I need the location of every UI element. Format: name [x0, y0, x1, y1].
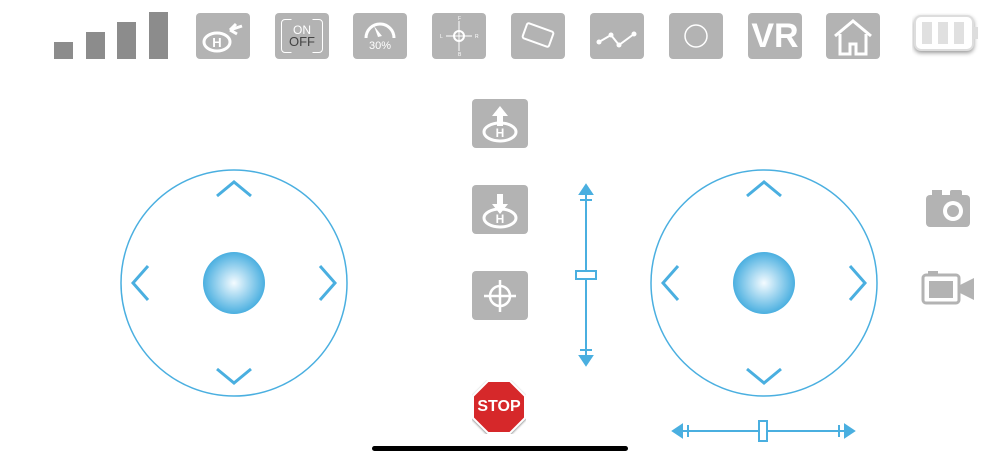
- phone-tilt-icon: [521, 22, 555, 48]
- home-button[interactable]: [826, 13, 880, 59]
- headless-mode-button[interactable]: F B L R: [432, 13, 486, 59]
- power-toggle-button[interactable]: ON OFF: [275, 13, 329, 59]
- takeoff-button[interactable]: H: [472, 99, 528, 148]
- path-line-icon: [596, 31, 637, 48]
- speedometer-icon: [364, 22, 396, 39]
- speed-button[interactable]: 30%: [353, 13, 407, 59]
- right-joystick[interactable]: [650, 169, 878, 397]
- svg-text:H: H: [212, 35, 221, 50]
- speed-label: 30%: [368, 40, 392, 52]
- svg-text:L: L: [440, 34, 443, 40]
- vertical-trim-slider[interactable]: [575, 183, 597, 367]
- landing-icon: H: [482, 193, 518, 228]
- stop-sign-icon: [472, 380, 526, 434]
- home-indicator[interactable]: [372, 446, 628, 451]
- horizontal-trim-slider[interactable]: [671, 420, 856, 442]
- house-icon: [834, 19, 872, 56]
- on-label: ON: [293, 23, 311, 37]
- up-arrow-icon: [216, 180, 252, 198]
- photo-button[interactable]: [924, 187, 972, 234]
- horizontal-trim-thumb: [758, 420, 768, 442]
- battery-icon: [912, 13, 982, 64]
- right-arrow-icon: [318, 265, 338, 301]
- return-home-button[interactable]: H: [196, 13, 250, 59]
- right-joystick-knob: [733, 252, 795, 314]
- signal-bar-4: [149, 12, 168, 59]
- down-arrow-icon: [746, 367, 782, 385]
- left-arrow-icon: [660, 265, 680, 301]
- signal-bar-1: [54, 42, 73, 59]
- left-joystick-knob: [203, 252, 265, 314]
- svg-text:H: H: [496, 212, 505, 226]
- up-arrow-icon: [746, 180, 782, 198]
- takeoff-icon: H: [482, 105, 518, 142]
- video-record-button[interactable]: [920, 270, 976, 313]
- left-joystick[interactable]: [120, 169, 348, 397]
- compass-icon: F B L R: [440, 16, 479, 57]
- svg-text:B: B: [458, 52, 462, 57]
- svg-text:H: H: [496, 126, 505, 140]
- video-camera-icon: [921, 271, 974, 305]
- land-button[interactable]: H: [472, 185, 528, 234]
- vertical-trim-thumb: [575, 270, 597, 280]
- signal-bar-2: [86, 32, 105, 59]
- down-arrow-icon: [216, 367, 252, 385]
- svg-text:R: R: [475, 34, 479, 40]
- signal-bar-3: [117, 22, 136, 59]
- svg-text:F: F: [458, 16, 461, 22]
- flip-button[interactable]: [669, 13, 723, 59]
- gravity-sensor-button[interactable]: [511, 13, 565, 59]
- trajectory-button[interactable]: [590, 13, 644, 59]
- calibrate-button[interactable]: [472, 271, 528, 320]
- left-arrow-icon: [130, 265, 150, 301]
- camera-icon: [926, 190, 970, 227]
- rotate-icon: [684, 24, 708, 48]
- right-arrow-icon: [848, 265, 868, 301]
- vr-button[interactable]: VR: [748, 13, 802, 59]
- helipad-return-icon: H: [202, 22, 243, 53]
- stop-button[interactable]: STOP: [472, 380, 526, 434]
- vr-label: VR: [751, 16, 799, 55]
- off-label: OFF: [289, 34, 315, 49]
- stop-label: STOP: [477, 398, 521, 415]
- crosshair-icon: [484, 279, 516, 312]
